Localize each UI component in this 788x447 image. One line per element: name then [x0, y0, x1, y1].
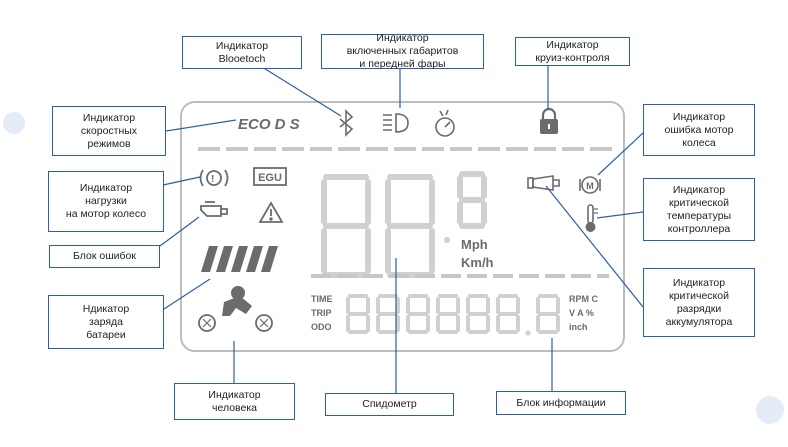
thermometer-icon	[585, 204, 598, 232]
info-decimal-dot	[525, 330, 531, 336]
decor-blob	[756, 396, 784, 424]
label-motor-error: Индикатор ошибка мотор колеса	[643, 104, 755, 156]
rider-icon	[198, 286, 273, 332]
label-battery-critical: Индикатор критической разрядки аккумулят…	[643, 268, 755, 337]
connector-lines	[159, 66, 644, 393]
engine-icon	[200, 201, 228, 217]
info-label-vap: V A %	[569, 308, 594, 318]
info-digits	[346, 294, 560, 334]
info-label-trip: TRIP	[311, 308, 332, 318]
info-label-inch: inch	[569, 322, 588, 332]
headlight-icon	[383, 113, 409, 133]
label-lights: Индикатор включенных габаритов и передне…	[321, 32, 484, 70]
label-error-block: Блок ошибок	[49, 245, 160, 268]
egu-icon	[253, 167, 287, 186]
load-icon	[199, 169, 229, 187]
label-bluetooth: Индикатор Blooetoch	[182, 36, 302, 69]
info-label-time: TIME	[311, 294, 333, 304]
decor-blob	[3, 112, 25, 134]
info-label-odo: ODO	[311, 322, 332, 332]
load-icon-mark: !	[211, 174, 214, 185]
label-cruise: Индикатор круиз-контроля	[515, 37, 630, 66]
lock-icon	[540, 107, 558, 134]
bluetooth-icon	[339, 109, 354, 137]
label-speedometer: Спидометр	[325, 393, 454, 416]
cruise-speed-icon	[435, 109, 455, 137]
mode-text: ECO D S	[238, 116, 300, 133]
label-info-block: Блок информации	[496, 391, 626, 415]
svg-text:M: M	[586, 181, 594, 191]
speed-digits	[321, 171, 487, 278]
label-battery-level: Ндикатор заряда батареи	[48, 295, 164, 349]
egu-text: EGU	[258, 172, 282, 184]
label-controller-temp: Индикатор критической температуры контро…	[643, 178, 755, 241]
horn-icon	[527, 175, 560, 191]
warning-icon	[258, 201, 284, 223]
unit-kmh: Km/h	[461, 255, 494, 270]
info-label-rpm: RPM C	[569, 294, 599, 304]
label-motor-load: Индикатор нагрузки на мотор колесо	[48, 171, 164, 232]
label-human: Индикатор человека	[174, 383, 295, 420]
speed-decimal-dot	[444, 237, 450, 243]
motor-icon: M	[579, 176, 601, 194]
unit-mph: Mph	[461, 237, 488, 252]
label-speed-modes: Индикатор скоростных режимов	[52, 106, 166, 156]
battery-icon	[201, 246, 278, 272]
